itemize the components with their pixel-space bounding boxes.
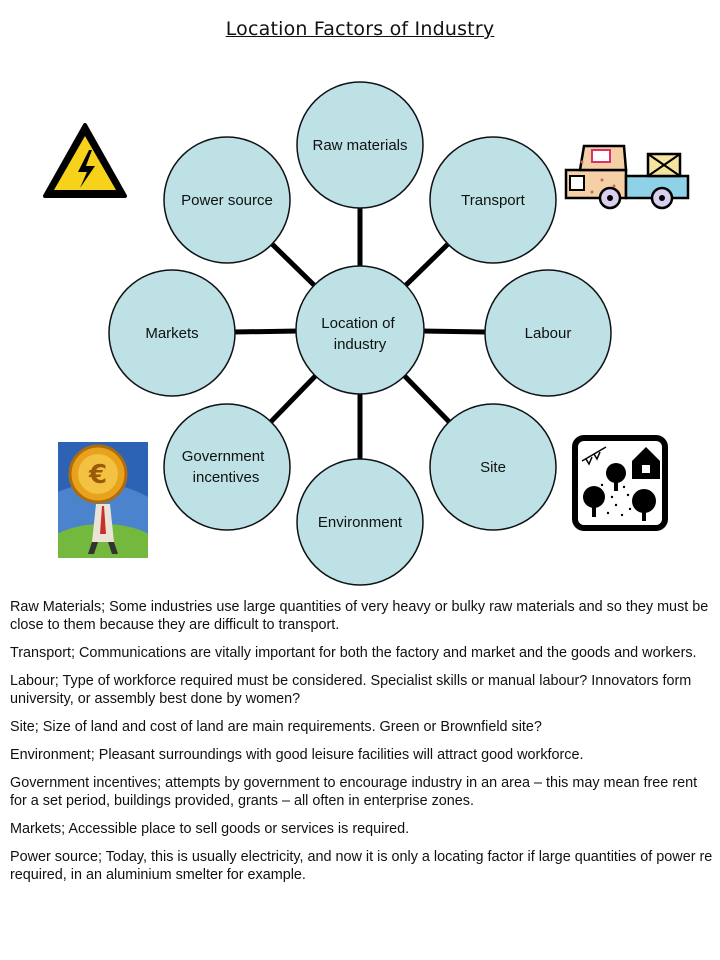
spider-diagram: Raw materials Transport Labour Site Envi… [108, 81, 612, 586]
label-labour: Labour [525, 325, 572, 342]
label-markets: Markets [145, 325, 198, 342]
label-site: Site [480, 459, 506, 476]
note-power-source: Power source; Today, this is usually ele… [10, 849, 713, 883]
node-raw-materials [296, 81, 424, 209]
label-environment: Environment [318, 514, 403, 531]
note-government-incentives: Government incentives; attempts by gover… [10, 775, 698, 809]
trees-house-icon [572, 435, 668, 531]
label-transport: Transport [461, 192, 525, 209]
note-environment: Environment; Pleasant surroundings with … [10, 747, 584, 763]
label-center-line2: industry [334, 336, 387, 353]
node-labour [484, 269, 612, 397]
page-title: Location Factors of Industry [225, 18, 495, 40]
note-site: Site; Size of land and cost of land are … [10, 719, 542, 735]
label-center-line1: Location of [321, 315, 395, 332]
label-government-line2: incentives [193, 469, 260, 486]
node-transport [429, 136, 557, 264]
node-markets [108, 269, 236, 397]
node-site [429, 403, 557, 531]
note-transport: Transport; Communications are vitally im… [10, 645, 697, 661]
note-markets: Markets; Accessible place to sell goods … [10, 821, 410, 837]
label-raw-materials: Raw materials [312, 137, 407, 154]
svg-text:€: € [88, 460, 107, 490]
node-center [295, 265, 425, 395]
label-power-source: Power source [181, 192, 273, 209]
notes-section: Raw Materials; Some industries use large… [10, 598, 715, 894]
high-voltage-icon [43, 123, 127, 198]
node-environment [296, 458, 424, 586]
note-labour: Labour; Type of workforce required must … [10, 673, 692, 707]
node-government-incentives [163, 403, 291, 531]
label-government-line1: Government [182, 448, 265, 465]
euro-coin-icon: € [58, 442, 148, 558]
note-raw-materials: Raw Materials; Some industries use large… [10, 599, 709, 633]
truck-icon [564, 144, 690, 210]
node-power-source [163, 136, 291, 264]
